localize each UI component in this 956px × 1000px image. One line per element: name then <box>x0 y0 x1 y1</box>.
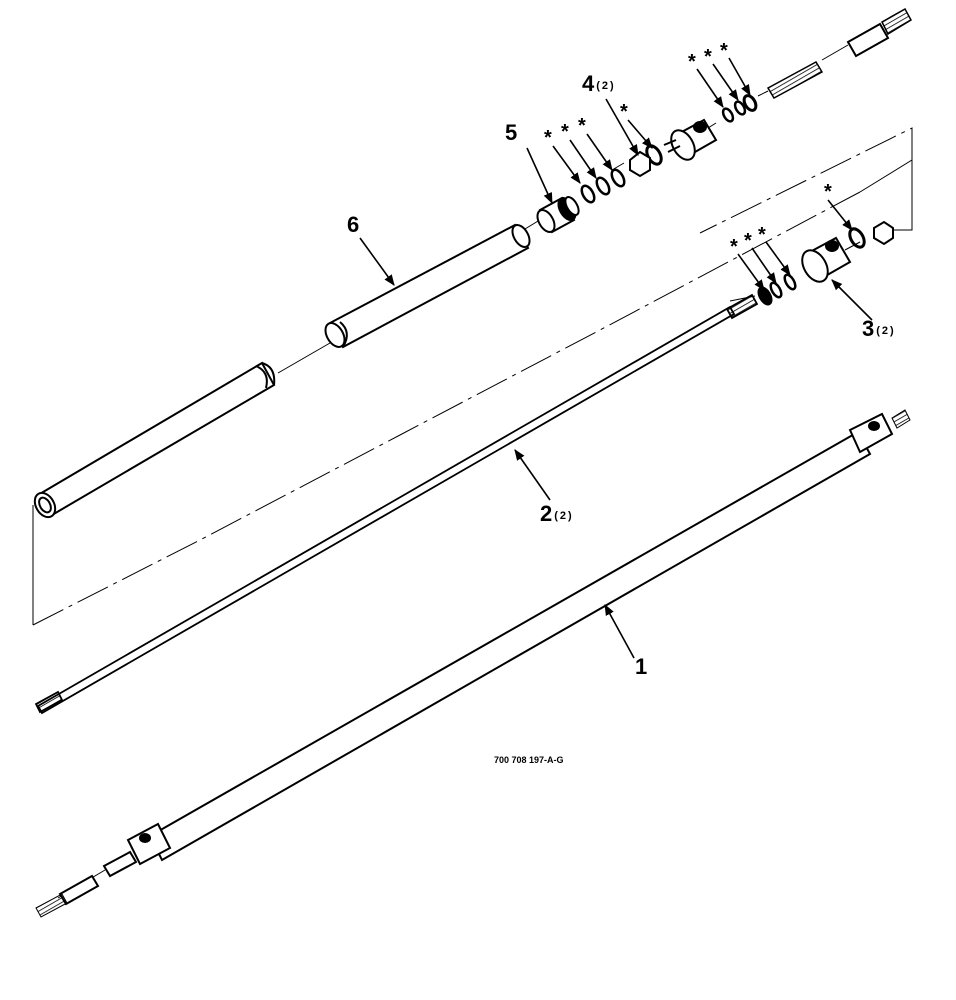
callout-qty: (2) <box>876 325 896 337</box>
callout-item-1: 1 <box>635 656 647 678</box>
callout-number: 6 <box>347 212 360 237</box>
callout-number: 3 <box>862 316 875 341</box>
upper-end-cap <box>663 118 718 161</box>
callout-number: 1 <box>635 654 648 679</box>
seal-marker: * <box>744 230 752 252</box>
seal-marker: * <box>704 46 712 68</box>
seal-marker: * <box>688 51 696 73</box>
tube-item-6 <box>33 223 531 519</box>
seal-marker: * <box>730 236 738 258</box>
callout-qty: (2) <box>554 510 574 522</box>
seal-marker: * <box>720 40 728 62</box>
seal-set-lower <box>757 273 797 306</box>
callout-item-3: 3(2) <box>862 318 896 340</box>
document-number: 700 708 197-A-G <box>494 755 564 765</box>
callout-item-2: 2(2) <box>540 503 574 525</box>
callout-number: 2 <box>540 501 553 526</box>
callout-qty: (2) <box>596 80 616 92</box>
gland-item-5 <box>536 195 580 234</box>
seal-marker: * <box>544 127 552 149</box>
seal-marker: * <box>620 101 628 123</box>
callout-number: 5 <box>505 120 518 145</box>
seal-marker: * <box>824 181 832 203</box>
seal-marker: * <box>758 224 766 246</box>
callout-item-6: 6 <box>347 214 359 236</box>
leader-arrows <box>359 57 873 659</box>
threaded-rod-end <box>766 7 913 100</box>
seal-marker: * <box>561 121 569 143</box>
piston-nut-item-4 <box>629 150 651 178</box>
seal-set-upper <box>580 144 663 204</box>
callout-number: 4 <box>582 71 595 96</box>
callout-item-5: 5 <box>505 122 517 144</box>
tie-rod-item-2 <box>34 293 759 715</box>
callout-item-4: 4(2) <box>582 73 616 95</box>
end-cap-item-3 <box>801 220 894 283</box>
seal-set-end <box>721 94 758 123</box>
alignment-lines <box>32 44 913 899</box>
cylinder-item-1 <box>35 409 911 918</box>
seal-marker: * <box>578 115 586 137</box>
